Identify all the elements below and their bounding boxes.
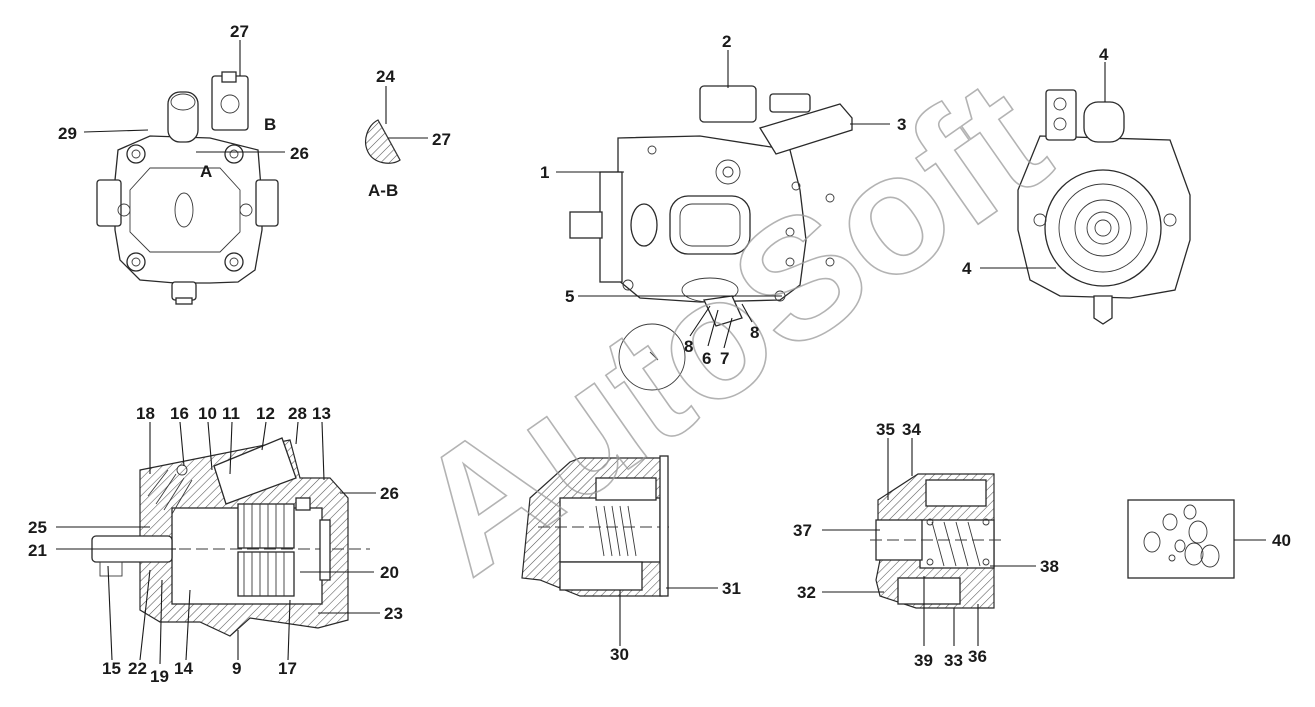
pump-cross-section <box>60 437 370 637</box>
callout-33: 33 <box>944 651 963 670</box>
callout-1: 1 <box>540 163 549 182</box>
callout-12: 12 <box>256 404 275 423</box>
callout-18: 18 <box>136 404 155 423</box>
view-label-b: B <box>264 115 276 134</box>
callout-14: 14 <box>174 659 193 678</box>
callout-8: 8 <box>750 323 759 342</box>
pump-rear-view <box>1017 89 1191 325</box>
callout-2: 2 <box>722 32 731 51</box>
callout-28: 28 <box>288 404 307 423</box>
callout-6: 6 <box>702 349 711 368</box>
callout-31: 31 <box>722 579 741 598</box>
end-cover-section-alt <box>870 473 1006 609</box>
callout-9: 9 <box>232 659 241 678</box>
callout-30: 30 <box>610 645 629 664</box>
callout-39: 39 <box>914 651 933 670</box>
callout-34: 34 <box>902 420 921 439</box>
callout-20: 20 <box>380 563 399 582</box>
leader-lines <box>56 40 1266 665</box>
callout-labels: 27 29 26 A B 24 27 A-B 2 3 1 5 8 6 7 8 4… <box>28 22 1291 686</box>
callout-11: 11 <box>222 404 240 423</box>
callout-32: 32 <box>797 583 816 602</box>
callout-4: 4 <box>1099 45 1109 64</box>
callout-37: 37 <box>793 521 812 540</box>
callout-19: 19 <box>150 667 169 686</box>
callout-29: 29 <box>58 124 77 143</box>
callout-7: 7 <box>720 349 729 368</box>
callout-38: 38 <box>1040 557 1059 576</box>
section-label-ab: A-B <box>368 181 398 200</box>
callout-4: 4 <box>962 259 972 278</box>
callout-35: 35 <box>876 420 895 439</box>
callout-13: 13 <box>312 404 331 423</box>
view-label-a: A <box>200 162 212 181</box>
callout-27: 27 <box>230 22 249 41</box>
callout-17: 17 <box>278 659 297 678</box>
seal-kit-box <box>1127 499 1235 579</box>
callout-5: 5 <box>565 287 574 306</box>
callout-16: 16 <box>170 404 189 423</box>
callout-23: 23 <box>384 604 403 623</box>
callout-8: 8 <box>684 337 693 356</box>
callout-27: 27 <box>432 130 451 149</box>
pump-front-view <box>96 71 279 305</box>
callout-3: 3 <box>897 115 906 134</box>
end-cover-section <box>521 455 672 597</box>
callout-26: 26 <box>290 144 309 163</box>
callout-40: 40 <box>1272 531 1291 550</box>
callout-36: 36 <box>968 647 987 666</box>
callout-25: 25 <box>28 518 47 537</box>
callout-15: 15 <box>102 659 121 678</box>
pump-side-view <box>569 85 853 391</box>
callout-26: 26 <box>380 484 399 503</box>
callout-22: 22 <box>128 659 147 678</box>
callout-24: 24 <box>376 67 395 86</box>
callout-21: 21 <box>28 541 47 560</box>
callout-10: 10 <box>198 404 217 423</box>
section-ab-detail <box>365 119 401 164</box>
